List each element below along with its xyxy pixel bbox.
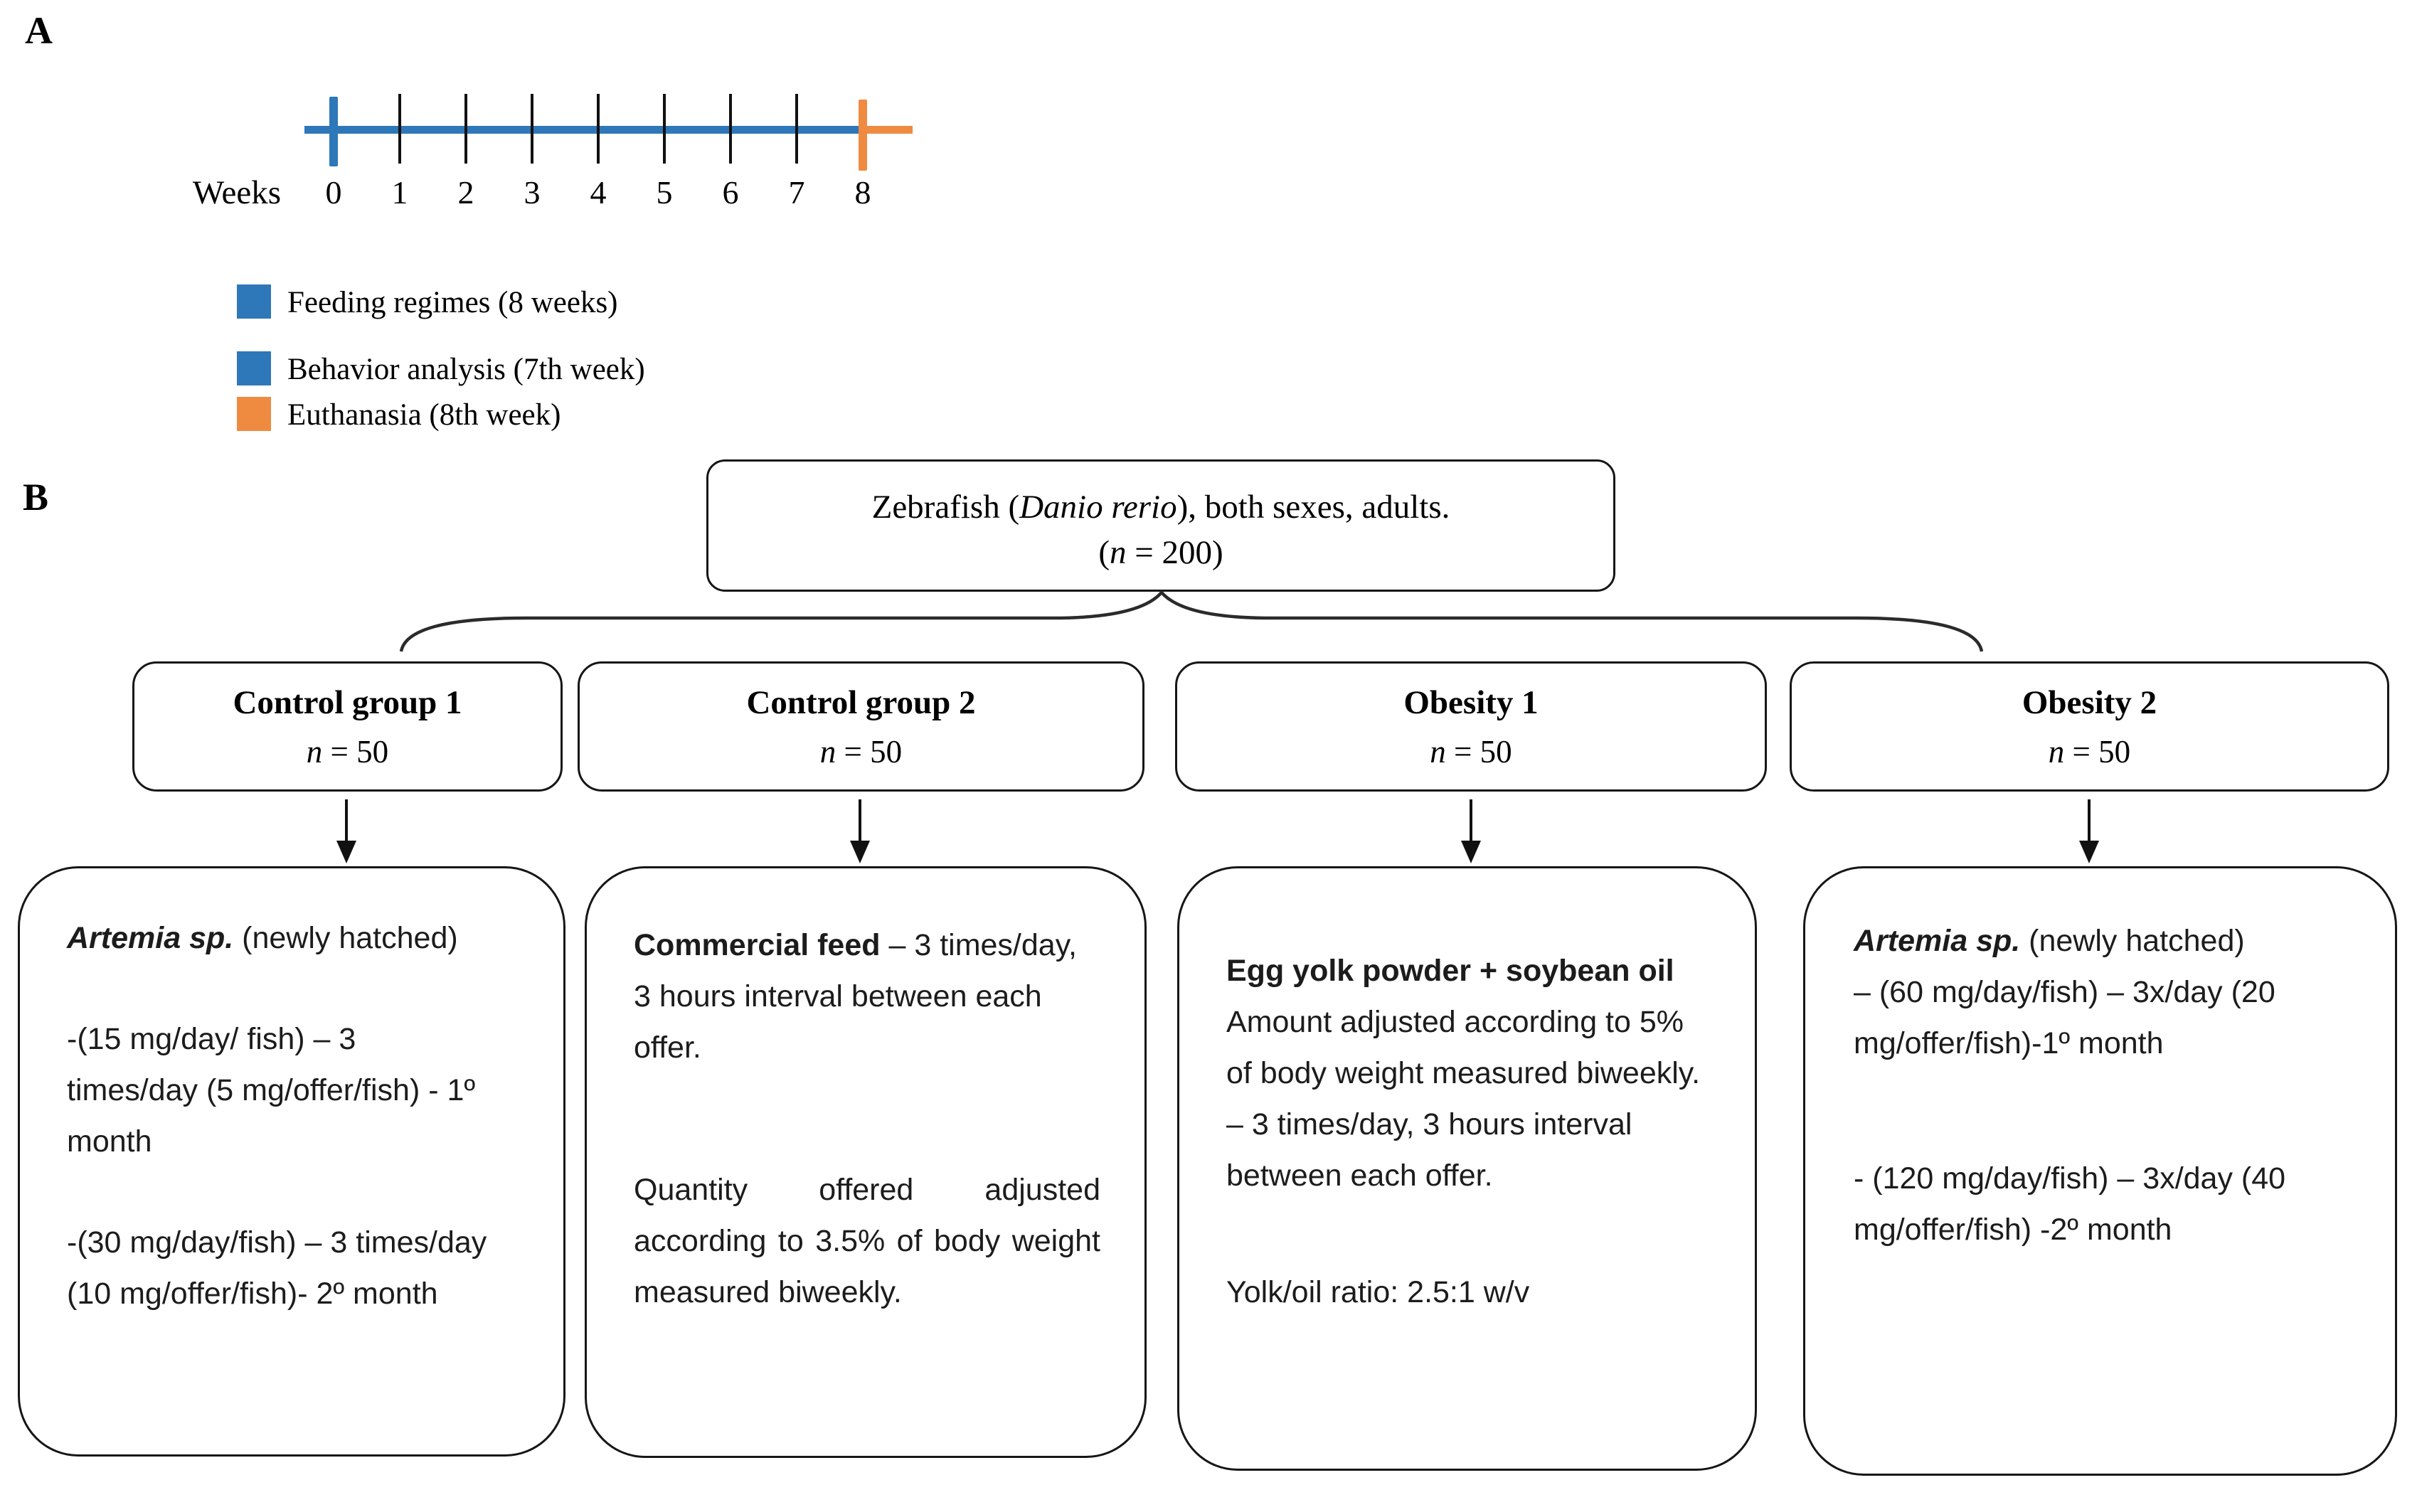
week-tick-minor: [597, 94, 600, 164]
timeline-euthanasia-bar: [863, 126, 913, 134]
quantity-rule: Quantity offered adjusted according to 3…: [634, 1173, 1100, 1309]
week-tick-minor: [729, 94, 732, 164]
feed-schedule: – 3 times/day, 3 hours interval between …: [634, 928, 1077, 1065]
n-value: = 50: [1445, 734, 1512, 770]
down-arrow-head: [1461, 841, 1481, 863]
n-value: = 50: [322, 734, 389, 770]
week-tick-minor: [398, 94, 401, 164]
behavior-legend-swatch: [237, 351, 271, 385]
feed-name: Artemia sp.: [67, 921, 234, 955]
root-line1-pre: Zebrafish (: [871, 489, 1020, 526]
week-tick-minor: [663, 94, 666, 164]
group-n: n = 50: [1792, 733, 2387, 770]
dose-month-2: - (120 mg/day/fish) – 3x/day (40 mg/offe…: [1854, 1161, 2286, 1247]
week-tick-label-2: 2: [457, 174, 474, 211]
feed-note: (newly hatched): [233, 921, 458, 955]
feed-schedule: – 3 times/day, 3 hours interval between …: [1226, 1107, 1632, 1193]
week-tick-minor: [464, 94, 467, 164]
feed-name: Egg yolk powder + soybean oil: [1226, 954, 1674, 988]
down-arrow-stem: [859, 799, 861, 842]
group-title: Obesity 1: [1403, 684, 1539, 721]
group-title: Obesity 2: [2022, 684, 2157, 721]
brace-path: [399, 590, 1984, 652]
week-tick-label-6: 6: [722, 174, 739, 211]
root-n-symbol: n: [1109, 534, 1127, 571]
week-tick-label-8: 8: [854, 174, 871, 211]
euthanasia-legend-swatch: [237, 397, 271, 431]
week-tick-label-3: 3: [524, 174, 541, 211]
group-box-obesity-1: Obesity 1 n = 50: [1175, 661, 1767, 792]
n-symbol: n: [2048, 734, 2065, 770]
panel-b-label: B: [23, 476, 49, 518]
amount-rule: Amount adjusted according to 5% of body …: [1226, 1005, 1701, 1090]
detail-paragraph: Artemia sp. (newly hatched): [67, 912, 492, 964]
n-value: = 50: [2064, 734, 2131, 770]
week-tick-minor: [531, 94, 533, 164]
dose-month-2: -(30 mg/day/fish) – 3 times/day (10 mg/o…: [67, 1225, 487, 1311]
behavior-legend-label: Behavior analysis (7th week): [287, 353, 645, 386]
timeline-start-tick: [329, 97, 338, 166]
root-box-line1: Zebrafish (Danio rerio), both sexes, adu…: [708, 484, 1613, 530]
week-tick-label-5: 5: [656, 174, 673, 211]
root-box-n: (n = 200): [708, 530, 1613, 575]
down-arrow-stem: [2088, 799, 2091, 842]
dose-month-1: -(15 mg/day/ fish) – 3 times/day (5 mg/o…: [67, 1022, 476, 1159]
timeline-end-tick: [859, 100, 867, 171]
group-n: n = 50: [580, 733, 1142, 770]
detail-paragraph: Commercial feed – 3 times/day, 3 hours i…: [634, 920, 1100, 1073]
euthanasia-legend-label: Euthanasia (8th week): [287, 398, 561, 432]
down-arrow-head: [850, 841, 870, 863]
group-n: n = 50: [1177, 733, 1765, 770]
detail-paragraph: -(15 mg/day/ fish) – 3 times/day (5 mg/o…: [67, 1013, 492, 1167]
detail-box-obesity-1: Egg yolk powder + soybean oil Amount adj…: [1177, 866, 1757, 1471]
detail-paragraph: Quantity offered adjusted according to 3…: [634, 1164, 1100, 1318]
detail-paragraph: Egg yolk powder + soybean oil: [1226, 945, 1714, 996]
detail-paragraph: Amount adjusted according to 5% of body …: [1226, 996, 1714, 1099]
feed-note: (newly hatched): [2020, 924, 2245, 958]
group-n: n = 50: [134, 733, 561, 770]
root-species-name: Danio rerio: [1019, 489, 1177, 526]
feed-name: Artemia sp.: [1854, 924, 2021, 958]
week-tick-label-7: 7: [788, 174, 805, 211]
n-value: = 50: [836, 734, 903, 770]
feed-name: Commercial feed: [634, 928, 881, 962]
detail-paragraph: – (60 mg/day/fish) – 3x/day (20 mg/offer…: [1854, 967, 2354, 1069]
yolk-oil-ratio: Yolk/oil ratio: 2.5:1 w/v: [1226, 1275, 1530, 1309]
panel-a-label: A: [25, 9, 53, 52]
group-box-control-2: Control group 2 n = 50: [578, 661, 1144, 792]
feeding-legend-swatch: [237, 284, 271, 319]
detail-box-control-1: Artemia sp. (newly hatched) -(15 mg/day/…: [18, 866, 565, 1457]
detail-paragraph: Artemia sp. (newly hatched): [1854, 915, 2354, 967]
down-arrow-head: [2079, 841, 2099, 863]
group-title: Control group 1: [233, 684, 462, 721]
down-arrow-stem: [345, 799, 348, 842]
detail-paragraph: – 3 times/day, 3 hours interval between …: [1226, 1099, 1714, 1201]
root-n-post: = 200): [1126, 534, 1223, 571]
group-box-obesity-2: Obesity 2 n = 50: [1790, 661, 2389, 792]
detail-box-control-2: Commercial feed – 3 times/day, 3 hours i…: [585, 866, 1147, 1458]
weeks-axis-label: Weeks: [192, 174, 281, 211]
n-symbol: n: [819, 734, 836, 770]
detail-paragraph: - (120 mg/day/fish) – 3x/day (40 mg/offe…: [1854, 1153, 2354, 1255]
detail-box-obesity-2: Artemia sp. (newly hatched) – (60 mg/day…: [1803, 866, 2397, 1476]
n-symbol: n: [306, 734, 323, 770]
dose-month-1: – (60 mg/day/fish) – 3x/day (20 mg/offer…: [1854, 975, 2275, 1060]
down-arrow-head: [336, 841, 356, 863]
timeline-feeding-bar: [304, 126, 863, 134]
detail-paragraph: -(30 mg/day/fish) – 3 times/day (10 mg/o…: [67, 1217, 492, 1319]
root-population-box: Zebrafish (Danio rerio), both sexes, adu…: [706, 459, 1615, 592]
week-tick-minor: [795, 94, 798, 164]
n-symbol: n: [1430, 734, 1446, 770]
feeding-legend-label: Feeding regimes (8 weeks): [287, 286, 618, 319]
week-tick-label-1: 1: [391, 174, 408, 211]
week-tick-label-0: 0: [325, 174, 342, 211]
root-line1-post: ), both sexes, adults.: [1176, 489, 1450, 526]
group-title: Control group 2: [746, 684, 976, 721]
root-n-pre: (: [1098, 534, 1110, 571]
detail-paragraph: Yolk/oil ratio: 2.5:1 w/v: [1226, 1267, 1714, 1318]
down-arrow-stem: [1470, 799, 1472, 842]
group-box-control-1: Control group 1 n = 50: [132, 661, 563, 792]
week-tick-label-4: 4: [590, 174, 607, 211]
